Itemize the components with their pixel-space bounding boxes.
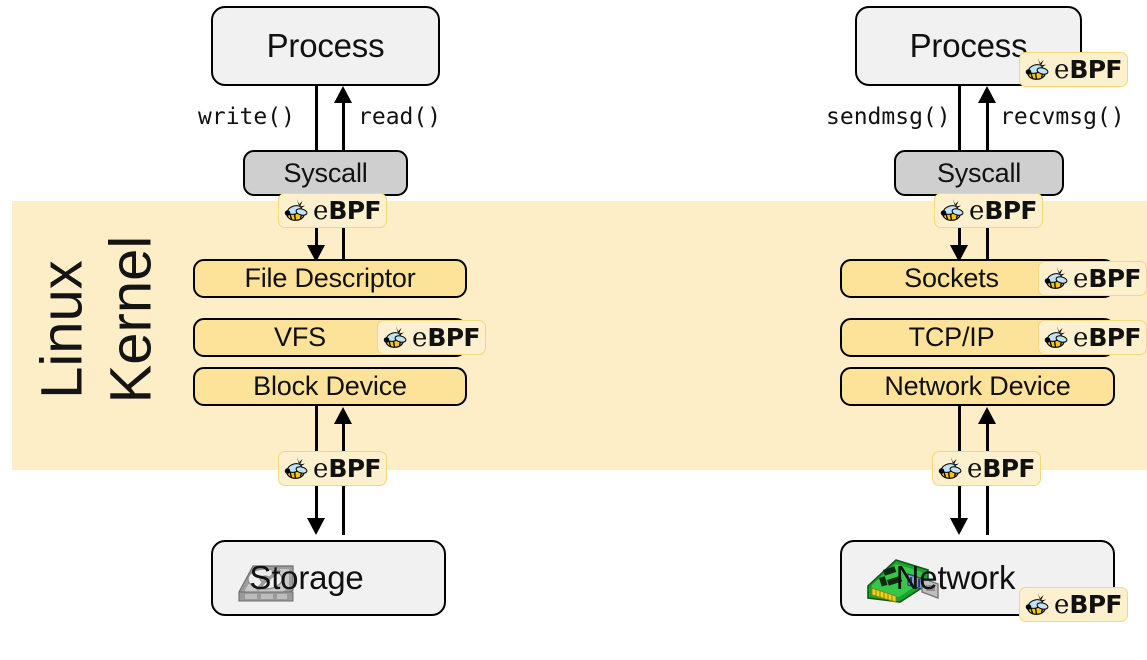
left-storage-up-arrowhead — [334, 407, 352, 424]
bee-icon — [1044, 325, 1068, 348]
left-kernel-layer-file-descriptor-label: File Descriptor — [244, 263, 416, 293]
bee-icon — [1044, 266, 1068, 289]
ebpf-text-bpf: BPF — [1069, 589, 1122, 619]
right-syscall-label: Syscall — [936, 157, 1022, 188]
hard-disk-icon — [238, 565, 294, 602]
right-kernel-layer-network-device[interactable]: Network Device — [840, 367, 1115, 406]
ebpf-text-bpf: BPF — [982, 453, 1035, 483]
right-recvmsg-arrowhead — [978, 86, 996, 103]
ebpf-text-bpf: BPF — [328, 195, 381, 225]
right-network-up-arrowhead — [978, 407, 996, 424]
left-storage-up-line — [342, 423, 345, 451]
network-card-icon — [867, 559, 939, 603]
left-read-arrowhead — [334, 86, 352, 103]
kernel-band-label-kernel: Kernel — [98, 235, 164, 404]
right-kernel-layer-network-device-label: Network Device — [884, 371, 1071, 401]
left-kernel-layer-file-descriptor[interactable]: File Descriptor — [193, 259, 467, 298]
right-recvmsg-line — [986, 102, 989, 152]
ebpf-text-bpf: BPF — [427, 322, 480, 352]
bee-icon — [940, 198, 964, 221]
ebpf-text-e: e — [1073, 322, 1089, 353]
left-storage-box[interactable]: Storage — [211, 540, 446, 616]
left-storage-down-line — [315, 486, 318, 520]
right-network-up-line — [986, 423, 989, 451]
ebpf-text-e: e — [313, 195, 329, 226]
left-storage-down-arrowhead — [307, 518, 325, 535]
left-syscall-label: Syscall — [283, 157, 368, 188]
right-sockets-to-syscall-line — [986, 228, 989, 260]
ebpf-text-bpf: BPF — [1088, 263, 1141, 293]
ebpf-text-bpf: BPF — [1069, 54, 1122, 84]
kernel-band-label-linux: Linux — [29, 260, 95, 399]
left-syscall-box[interactable]: Syscall — [243, 150, 408, 196]
right-network-down-arrowhead — [950, 518, 968, 535]
ebpf-text-e: e — [1054, 589, 1070, 620]
left-write-line — [315, 86, 318, 152]
right-netdev-down-line — [958, 406, 961, 451]
ebpf-text-bpf: BPF — [1088, 322, 1141, 352]
right-sendmsg-caption: sendmsg() — [826, 104, 951, 130]
ebpf-text-bpf: BPF — [984, 195, 1037, 225]
left-process-box[interactable]: Process — [211, 6, 440, 86]
left-kernel-layer-vfs-label: VFS — [274, 322, 326, 352]
right-syscall-box[interactable]: Syscall — [894, 150, 1064, 196]
right-kernel-layer-tcpip-label: TCP/IP — [908, 322, 995, 352]
ebpf-text-e: e — [313, 453, 329, 484]
left-fd-to-syscall-line — [342, 228, 345, 260]
bee-icon — [284, 456, 308, 479]
right-recvmsg-caption: recvmsg() — [1000, 104, 1125, 130]
left-write-caption: write() — [198, 104, 295, 130]
bee-icon — [938, 456, 962, 479]
left-syscall-to-fd-line — [315, 228, 318, 250]
ebpf-text-e: e — [969, 195, 985, 226]
right-process-label: Process — [909, 27, 1028, 64]
left-storage-return-line — [342, 486, 345, 535]
left-kernel-layer-block-device[interactable]: Block Device — [193, 367, 467, 406]
left-read-line — [342, 102, 345, 152]
ebpf-text-e: e — [412, 322, 428, 353]
ebpf-text-e: e — [967, 453, 983, 484]
bee-icon — [1025, 57, 1049, 80]
ebpf-text-bpf: BPF — [328, 453, 381, 483]
bee-icon — [383, 325, 407, 348]
left-kernel-layer-block-device-label: Block Device — [253, 371, 407, 401]
left-process-label: Process — [266, 27, 385, 64]
right-network-down-line — [958, 486, 961, 520]
bee-icon — [1025, 592, 1049, 615]
right-syscall-to-sockets-line — [958, 228, 961, 250]
ebpf-text-e: e — [1073, 263, 1089, 294]
right-kernel-layer-sockets-label: Sockets — [904, 263, 999, 293]
bee-icon — [284, 198, 308, 221]
ebpf-text-e: e — [1054, 54, 1070, 85]
left-syscall-to-fd-arrowhead — [307, 245, 325, 262]
left-read-caption: read() — [358, 104, 442, 130]
right-sendmsg-line — [958, 86, 961, 152]
left-blockdev-down-line — [315, 406, 318, 451]
right-network-return-line — [986, 486, 989, 535]
right-syscall-to-sockets-arrowhead — [950, 245, 968, 262]
